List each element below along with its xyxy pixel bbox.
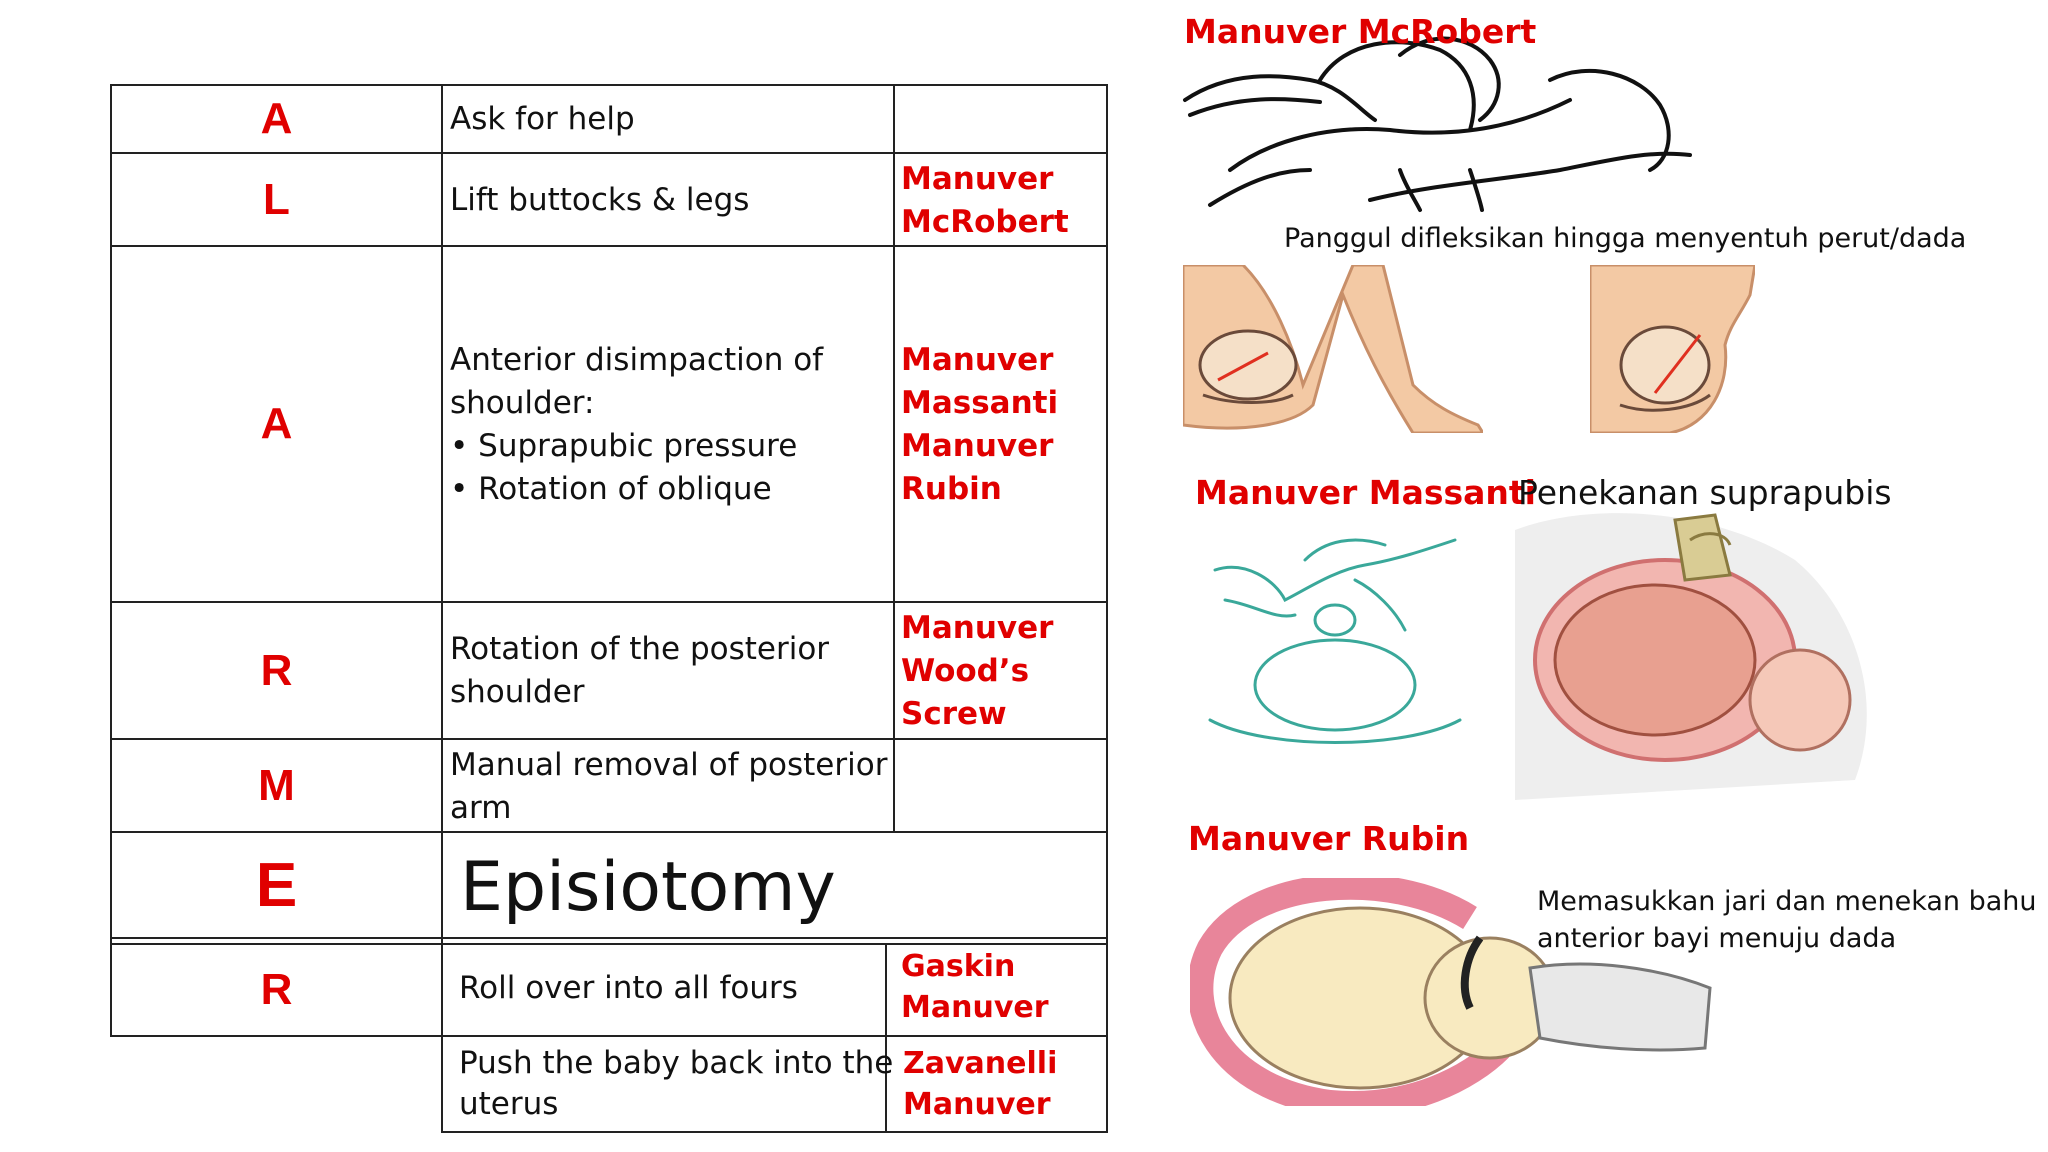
- table-border: [110, 831, 1108, 833]
- row-letter: L: [263, 174, 290, 224]
- rubin-illustration: [1190, 878, 1712, 1106]
- pelvis-diagram-after: [1590, 265, 1755, 433]
- table-border: [110, 84, 112, 1037]
- mcrobert-title: Manuver McRobert: [1184, 12, 1537, 51]
- bullet-item: • Suprapubic pressure: [450, 428, 798, 464]
- table-border: [441, 84, 443, 1133]
- row-letter: R: [260, 645, 293, 695]
- table-border: [110, 943, 1108, 945]
- maneuver-line: Manuver: [901, 161, 1054, 197]
- row-text: Ask for help: [450, 101, 635, 137]
- table-border: [110, 245, 1108, 247]
- table-border: [443, 1131, 1108, 1133]
- row-letter: E: [255, 850, 298, 920]
- table-border: [885, 943, 887, 1133]
- bullet-item: • Rotation of oblique: [450, 471, 772, 507]
- suprapubic-pressure-illustration: [1515, 513, 1867, 800]
- table-border: [110, 152, 1108, 154]
- row-letter: A: [260, 94, 293, 143]
- maneuver-label: Zavanelli Manuver: [903, 1046, 1058, 1122]
- maneuver-label: Manuver McRobert: [901, 158, 1069, 244]
- table-border: [1106, 84, 1108, 1133]
- row-text: Push the baby back into the uterus: [459, 1045, 894, 1122]
- row-text: Roll over into all fours: [459, 970, 798, 1006]
- maneuver-label: Manuver Wood’s Screw: [901, 610, 1054, 732]
- table-border: [110, 601, 1108, 603]
- table-border: [893, 84, 895, 833]
- row-text: Rotation of the posterior shoulder: [450, 631, 830, 710]
- maneuver-label: Gaskin Manuver: [901, 949, 1049, 1025]
- maneuver-line: McRobert: [901, 204, 1069, 240]
- row-text: Lift buttocks & legs: [450, 182, 750, 218]
- table-border: [110, 84, 1108, 86]
- massanti-caption: Penekanan suprapubis: [1518, 473, 1892, 512]
- row-letter: R: [260, 965, 293, 1014]
- row-text-episiotomy: Episiotomy: [460, 848, 836, 927]
- maneuver-label: Manuver Massanti Manuver Rubin: [901, 342, 1059, 507]
- row-text-main: Anterior disimpaction of shoulder:: [450, 342, 824, 421]
- mcrobert-caption: Panggul difleksikan hingga menyentuh per…: [1284, 223, 1967, 254]
- rubin-caption: Memasukkan jari dan menekan bahu anterio…: [1537, 886, 2037, 954]
- table-border: [110, 738, 1108, 740]
- row-text: Manual removal of posterior arm: [450, 747, 888, 826]
- rubin-title: Manuver Rubin: [1188, 819, 1470, 858]
- table-border: [110, 1035, 1108, 1037]
- massanti-title: Manuver Massanti: [1195, 473, 1536, 512]
- massanti-line-drawing: [1208, 538, 1462, 744]
- table-border: [110, 937, 1108, 939]
- mcrobert-illustration: [1183, 36, 1692, 212]
- row-text: Anterior disimpaction of shoulder: • Sup…: [450, 339, 870, 511]
- pelvis-diagram-before: [1183, 265, 1483, 433]
- row-letter: A: [260, 399, 293, 448]
- row-letter: M: [258, 760, 295, 810]
